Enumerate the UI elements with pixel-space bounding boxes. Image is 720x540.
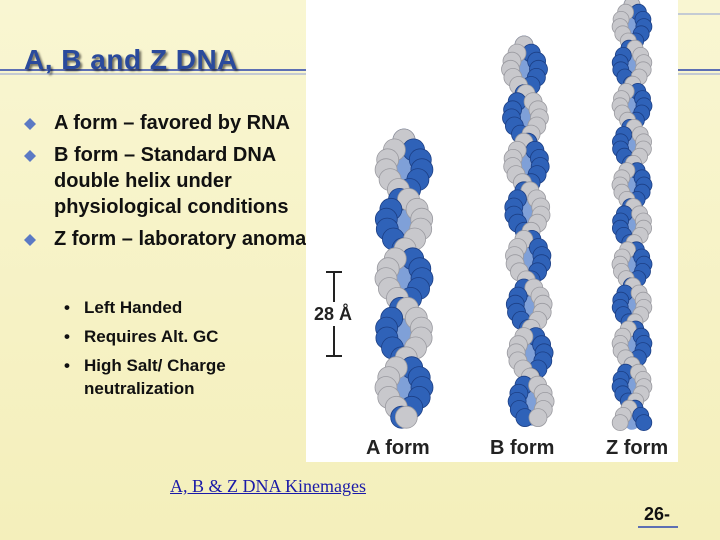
helix-atom (394, 405, 418, 429)
label-a-form: A form (366, 437, 430, 459)
diamond-bullet-icon (24, 118, 36, 130)
sub-bullet-text: Left Handed (84, 298, 183, 317)
bullet-z-form: Z form – laboratory anomaly, (20, 226, 330, 252)
sub-bullet-text: High Salt/ Charge neutralization (84, 356, 226, 398)
helix-atom (611, 414, 629, 432)
diamond-bullet-icon (24, 150, 36, 162)
a-form-helix (374, 128, 434, 429)
bullet-text: Z form – laboratory anomaly, (54, 228, 328, 250)
page-number-underline (638, 526, 678, 528)
bullet-a-form: A form – favored by RNA (20, 110, 330, 136)
helix-atom (528, 408, 548, 428)
scale-bar: 28 Å (310, 271, 360, 357)
sub-bullet-text: Requires Alt. GC (84, 327, 219, 346)
page-number: 26- (644, 504, 671, 524)
bullet-list: A form – favored by RNA B form – Standar… (20, 110, 330, 258)
z-form-helix (611, 0, 653, 432)
sub-bullet-high-salt: • High Salt/ Charge neutralization (58, 354, 298, 400)
dna-helix-models-image: 28 Å A form B form Z form (310, 0, 668, 459)
bullet-b-form: B form – Standard DNA double helix under… (20, 142, 330, 220)
scale-label: 28 Å (314, 304, 352, 324)
bullet-text: A form – favored by RNA (54, 112, 290, 134)
sub-bullet-alt-gc: • Requires Alt. GC (58, 325, 298, 348)
diamond-bullet-icon (24, 234, 36, 246)
helix-atom (635, 414, 653, 432)
dot-bullet-icon: • (64, 298, 70, 317)
sub-bullet-left-handed: • Left Handed (58, 296, 298, 319)
slide-title: A, B and Z DNA (24, 44, 238, 75)
label-b-form: B form (490, 437, 554, 459)
dot-bullet-icon: • (64, 327, 70, 346)
kinemages-link[interactable]: A, B & Z DNA Kinemages (170, 476, 366, 496)
label-z-form: Z form (606, 437, 668, 459)
sub-bullet-list: • Left Handed • Requires Alt. GC • High … (58, 296, 298, 406)
b-form-helix (501, 35, 555, 428)
bullet-text: B form – Standard DNA double helix under… (54, 144, 289, 218)
dna-forms-figure: 28 Å A form B form Z form (306, 0, 678, 462)
dot-bullet-icon: • (64, 356, 70, 375)
